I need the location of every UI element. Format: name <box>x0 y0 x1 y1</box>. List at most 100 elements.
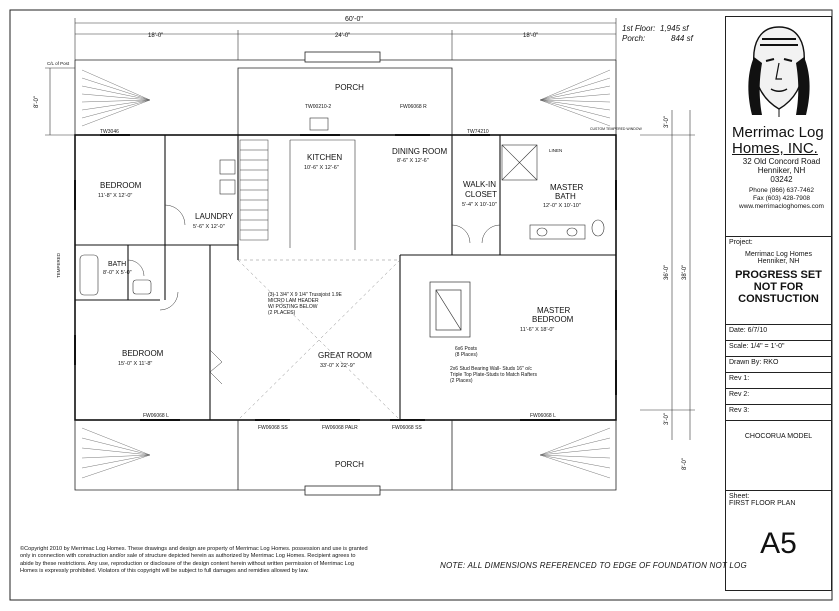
rev1-row: Rev 1: <box>726 372 831 388</box>
fireplace <box>429 281 471 338</box>
rev2-row: Rev 2: <box>726 388 831 404</box>
note-tempered: TEMPERED <box>56 252 61 278</box>
right-dimensions <box>640 110 695 440</box>
firm-name-line1: Merrimac Log <box>732 124 824 141</box>
window-bottom-ss2: FW06068 SS <box>392 425 422 431</box>
note-cl-post: C/L of Post <box>47 61 70 66</box>
label-porch-bottom: PORCH <box>335 460 364 469</box>
title-block: Merrimac Log Homes, INC. 32 Old Concord … <box>725 16 832 591</box>
label-master-bath-2: BATH <box>555 192 576 201</box>
chief-logo-icon <box>748 26 810 117</box>
label-walkin: WALK-IN <box>463 180 496 189</box>
label-bath-dim: 8'-0" X 5'-0" <box>103 270 132 276</box>
note-stud: 2x6 Stud Bearing Wall- Studs 16" o/c <box>450 366 532 372</box>
note-beam-4: (2 PLACES) <box>268 310 296 316</box>
dim-center: 24'-0" <box>335 33 350 39</box>
window-bottom-l2: FW06068 L <box>530 413 556 419</box>
window-bottom-palr: FW06068 PALR <box>322 425 358 431</box>
label-master-bed: MASTER <box>537 306 571 315</box>
first-floor-value: 1,945 sf <box>660 24 689 33</box>
porch-label: Porch: <box>622 34 646 43</box>
sheet-name: FIRST FLOOR PLAN <box>729 500 796 507</box>
label-master-bath: MASTER <box>550 183 584 192</box>
address-3: 03242 <box>770 175 793 184</box>
note-beam-3: W/ POSTING BELOW <box>268 304 318 310</box>
label-master-bed-2: BEDROOM <box>532 315 574 324</box>
windows <box>74 134 617 421</box>
dim-right-d: 8'-0" <box>682 458 688 470</box>
window-bottom-ss: FW06068 SS <box>258 425 288 431</box>
porch-hatching <box>81 69 611 479</box>
label-laundry: LAUNDRY <box>195 212 234 221</box>
label-porch-top: PORCH <box>335 83 364 92</box>
porch-value: 844 sf <box>671 34 693 43</box>
dim-left-top: 8'-0" <box>34 96 40 108</box>
website[interactable]: www.merrimacloghomes.com <box>739 203 824 210</box>
progress-line2: NOT FOR <box>753 281 804 293</box>
top-dimensions <box>74 18 617 60</box>
kitchen-counters <box>219 117 356 250</box>
label-walkin-dim: 5'-4" X 10'-10" <box>462 202 497 208</box>
note-posts-2: (8 Places) <box>455 352 478 358</box>
copyright-notice: ©Copyright 2010 by Merrimac Log Homes. T… <box>20 546 368 574</box>
window-top-mid: TW00210-2 <box>305 104 331 110</box>
window-top-left: TW3046 <box>100 129 119 135</box>
drawn-row: Drawn By: RKO <box>726 356 831 372</box>
note-beam-2: MICRO LAM HEADER <box>268 298 319 304</box>
label-dining-dim: 8'-6" X 12'-6" <box>397 158 429 164</box>
door-swings <box>127 204 501 385</box>
window-top-right: FW06068 R <box>400 104 427 110</box>
window-top-far-right: TW74210 <box>467 129 489 135</box>
scale-row: Scale: 1/4" = 1'-0" <box>726 340 831 356</box>
sheet-label: Sheet: <box>729 493 750 500</box>
label-laundry-dim: 5'-6" X 12'-0" <box>193 224 225 230</box>
note-beam: (3)-1 3/4" X 9 1/4" Trussjoist 1.9E <box>268 292 343 298</box>
label-bedroom2: BEDROOM <box>122 349 164 358</box>
label-great-room-dim: 33'-0" X 22'-9" <box>320 363 355 369</box>
label-bedroom2-dim: 15'-0" X 11'-8" <box>118 361 152 367</box>
phone: Phone (866) 637-7462 <box>748 187 815 194</box>
label-dining: DINING ROOM <box>392 147 447 156</box>
firm-name-line2: Homes, INC. <box>732 140 818 157</box>
project-name: Merrimac Log Homes <box>745 251 812 258</box>
model-name: CHOCORUA MODEL <box>744 433 813 440</box>
dim-overall: 60'-0" <box>345 16 363 23</box>
rev3-row: Rev 3: <box>726 404 831 420</box>
label-master-bath-dim: 12'-0" X 10'-10" <box>543 203 581 209</box>
note-linen: LINEN <box>549 148 562 153</box>
first-floor-label: 1st Floor: <box>622 24 656 33</box>
project-section: Project: Merrimac Log Homes Henniker, NH… <box>726 236 831 344</box>
dim-right-b: 36'-0" <box>664 265 670 280</box>
project-city: Henniker, NH <box>757 258 800 265</box>
label-bedroom1-dim: 11'-8" X 12'-0" <box>98 193 132 199</box>
note-stud-2: Triple Top Plate-Studs to Match Rafters <box>450 372 537 378</box>
sheet-border <box>9 9 833 601</box>
left-dimensions <box>45 67 75 136</box>
dim-right-a: 3'-0" <box>664 116 670 128</box>
firm-info: Merrimac Log Homes, INC. 32 Old Concord … <box>726 125 831 211</box>
fax: Fax (603) 428-7908 <box>752 195 811 202</box>
dim-left: 18'-0" <box>148 33 163 39</box>
bath-fixtures <box>79 144 605 296</box>
date-row: Date: 6/7/10 <box>726 324 831 340</box>
progress-line1: PROGRESS SET <box>735 269 822 281</box>
window-bottom-l: FW06068 L <box>143 413 169 419</box>
dimension-note: NOTE: ALL DIMENSIONS REFERENCED TO EDGE … <box>440 561 747 570</box>
interior-walls <box>75 135 616 420</box>
sheet-section: Sheet: FIRST FLOOR PLAN A5 <box>726 490 831 592</box>
note-stud-3: (2 Places) <box>450 378 473 384</box>
label-great-room: GREAT ROOM <box>318 351 372 360</box>
project-label: Project: <box>729 239 753 246</box>
address-1: 32 Old Concord Road <box>742 157 821 166</box>
label-master-bed-dim: 11'-6" X 18'-0" <box>520 327 554 333</box>
note-posts: 6x6 Posts <box>455 346 477 352</box>
top-porch-outline <box>74 51 617 136</box>
label-closet: CLOSET <box>465 190 497 199</box>
sheet-number: A5 <box>760 527 797 560</box>
address-2: Henniker, NH <box>757 166 806 175</box>
model-row: CHOCORUA MODEL <box>726 420 831 490</box>
dim-right-c: 38'-0" <box>682 265 688 280</box>
stairs <box>239 139 269 241</box>
label-kitchen-dim: 10'-6" X 12'-6" <box>304 165 339 171</box>
note-custom-window: CUSTOM TEMPERED WINDOW <box>590 127 642 131</box>
